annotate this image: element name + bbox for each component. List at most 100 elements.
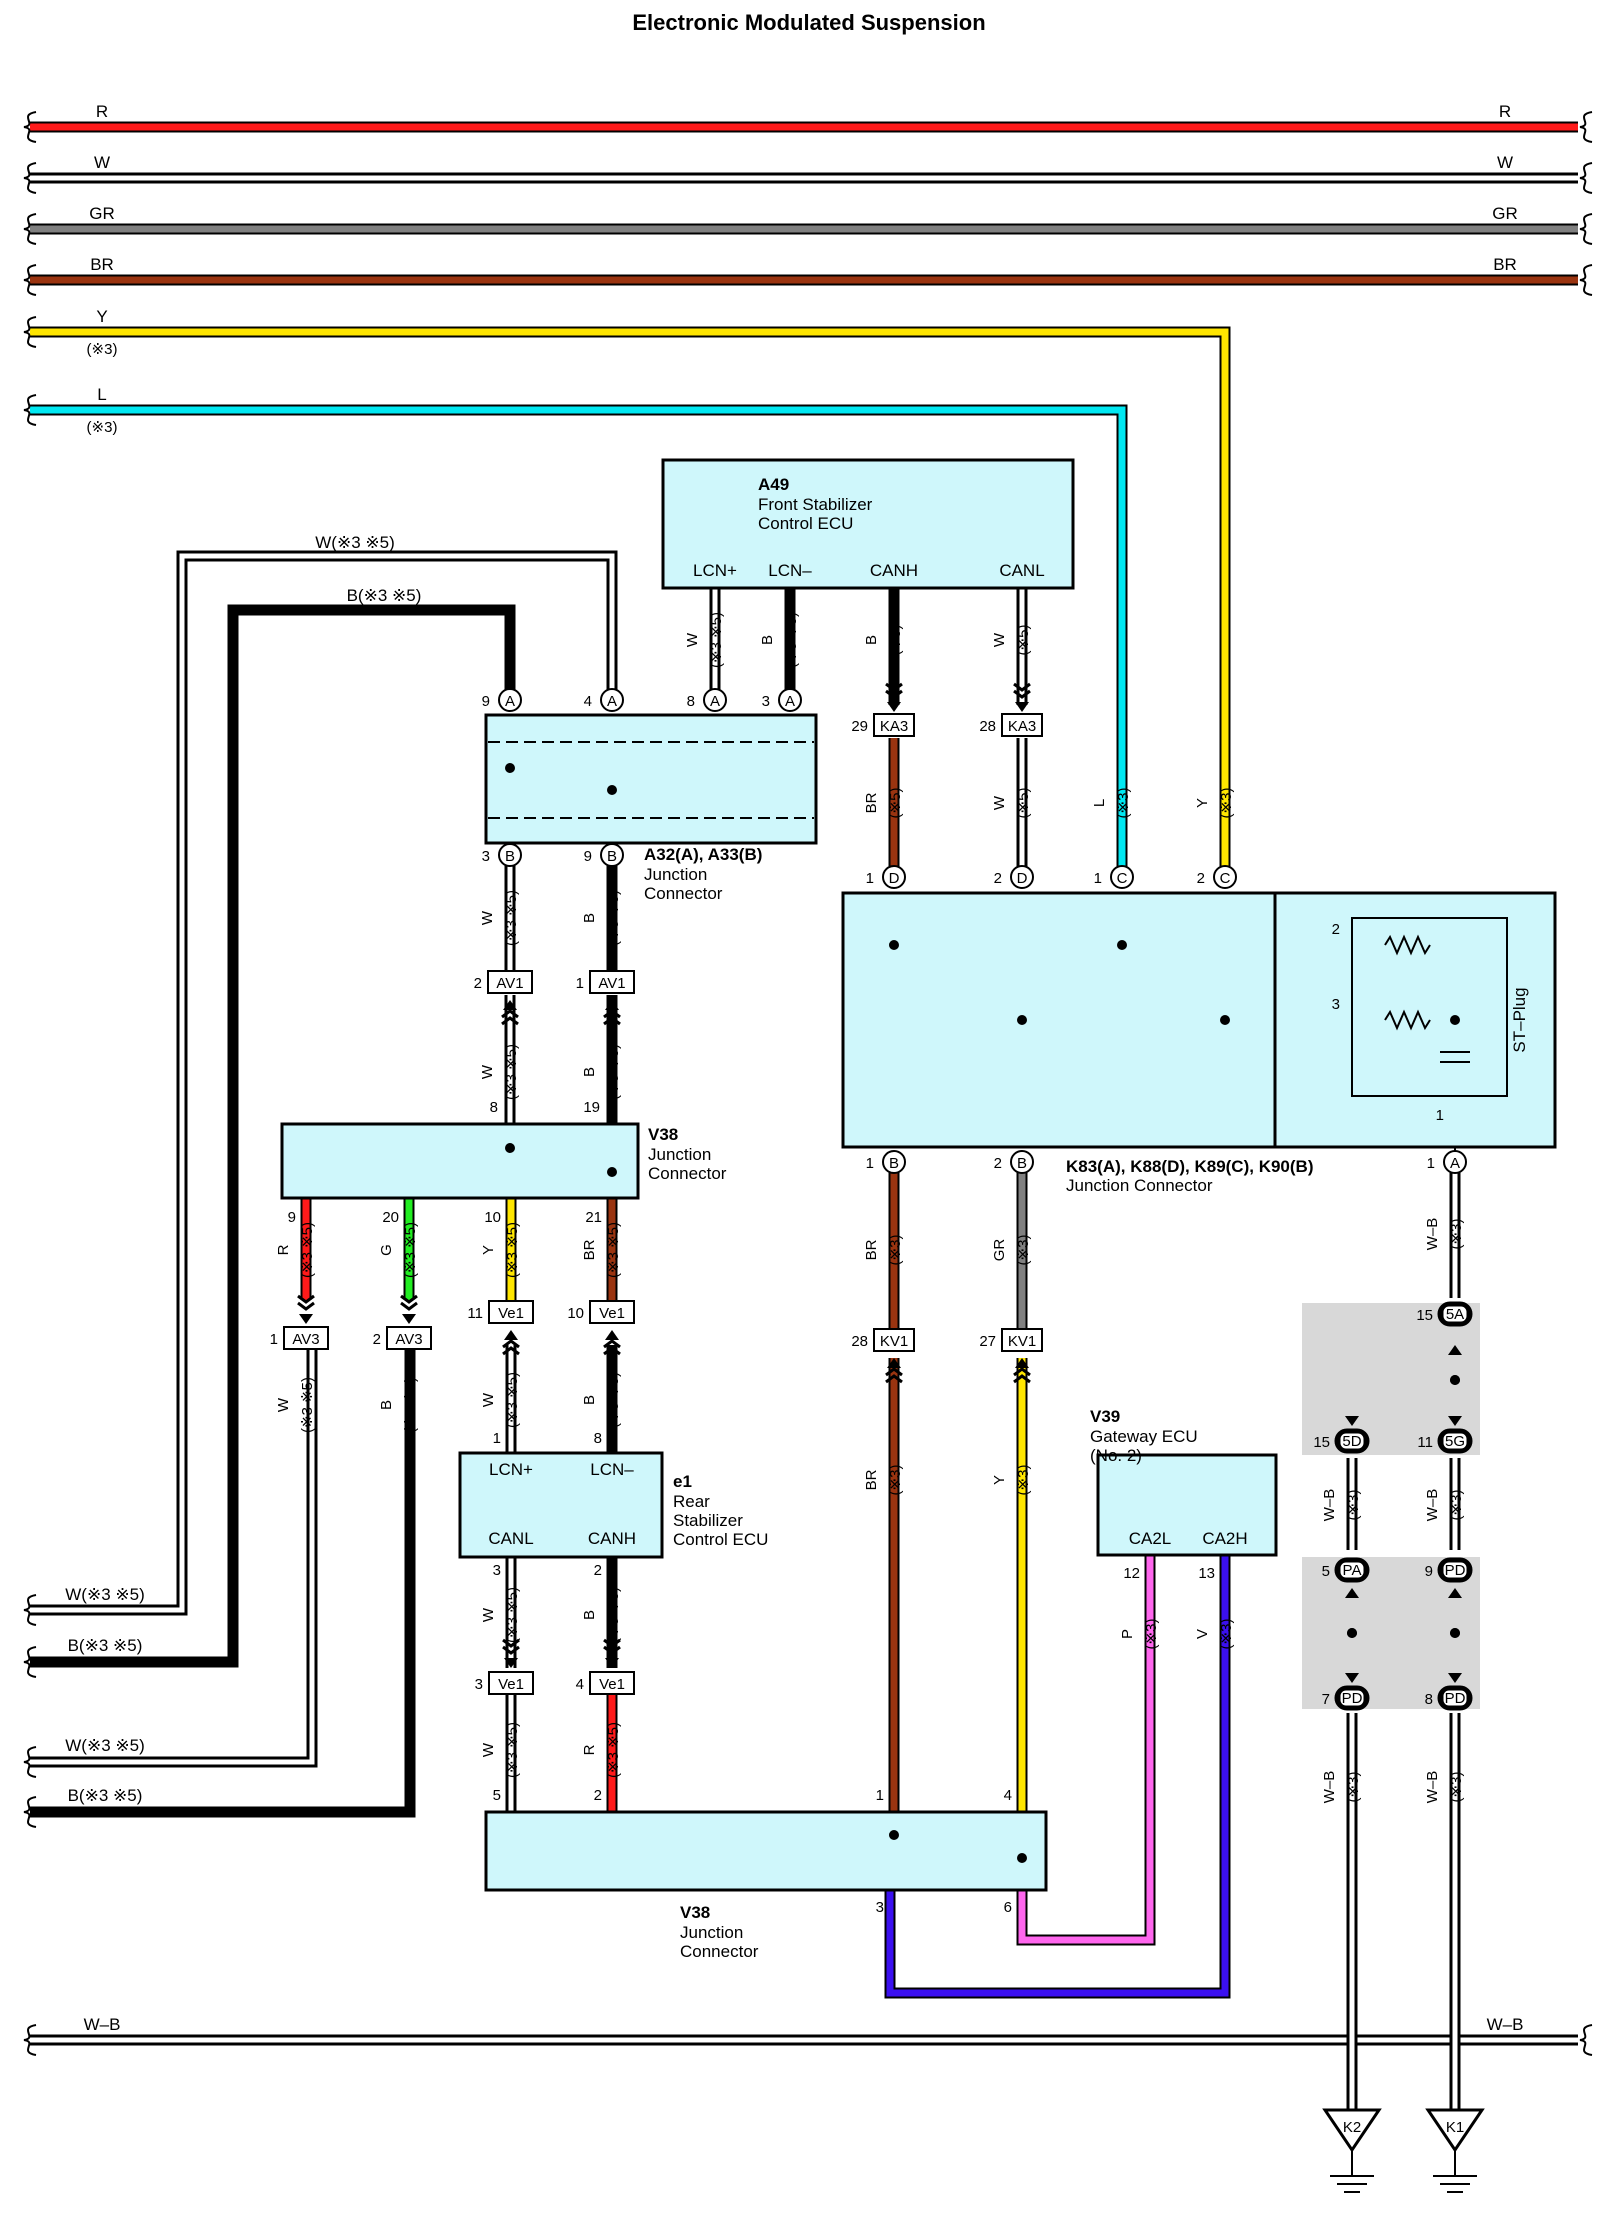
ground-symbol <box>1425 2108 1485 2153</box>
terminal-circle <box>882 865 906 889</box>
bus-label-left: R <box>96 102 108 121</box>
arrow-head <box>605 1658 619 1668</box>
wire-note: (※3) <box>1448 1219 1465 1250</box>
wire-color-code: Y <box>480 1245 497 1255</box>
junction-dot <box>889 940 899 950</box>
wire-color-code: W–B <box>1321 1489 1338 1522</box>
component-name: Junction <box>680 1923 743 1942</box>
bus-break-mark <box>1579 162 1593 194</box>
resistor-symbol <box>1384 934 1431 956</box>
chevron-mark <box>603 1346 621 1356</box>
connector-box <box>488 1300 534 1324</box>
connector-code: KV1 <box>1008 1333 1036 1350</box>
wire-color-code: W <box>991 795 1008 810</box>
wire-color-code: W <box>480 1742 497 1757</box>
wire-color-code: G <box>378 1244 395 1256</box>
wire-color-code: BR <box>863 792 880 813</box>
wire-color-code: B <box>581 1610 598 1620</box>
pin-number: 9 <box>584 848 592 865</box>
pin-number: 27 <box>979 1333 996 1350</box>
wire-note: (※3 ※5) <box>299 1222 316 1278</box>
pin-number: 10 <box>484 1209 501 1226</box>
wire-note: (※3) <box>1015 1235 1032 1266</box>
wires <box>30 121 1578 2176</box>
arrow-head <box>299 1314 313 1324</box>
l-bus-wire <box>30 404 1128 877</box>
connector-box <box>488 1671 534 1695</box>
pin-number: 28 <box>851 1333 868 1350</box>
terminal-circle <box>600 843 624 867</box>
junction-dot <box>607 785 617 795</box>
pin-number: 6 <box>1004 1899 1012 1916</box>
terminal-circle <box>1110 865 1134 889</box>
pill-inner <box>1442 1305 1468 1323</box>
pin-number: 9 <box>482 693 490 710</box>
wire-color-code: W <box>684 632 701 647</box>
arrow-head <box>504 1330 518 1340</box>
connector-code: KA3 <box>880 718 908 735</box>
wire-note: (※3 ※5) <box>503 1044 520 1100</box>
bus-break-mark <box>1579 111 1593 143</box>
wire-note: (※3) <box>1448 1490 1465 1521</box>
chevron-mark <box>502 1638 520 1648</box>
connector-box <box>873 713 915 737</box>
wire-fill <box>886 1555 1229 1997</box>
terminal-letter: C <box>1220 870 1231 887</box>
junction-dot <box>607 1167 617 1177</box>
wire-note: (※3) <box>1015 1465 1032 1496</box>
junction-dot <box>505 1143 515 1153</box>
wire-fill <box>30 1338 315 1765</box>
bus-break-mark <box>1579 264 1593 296</box>
wire-label: W(※3 ※5) <box>315 533 395 552</box>
connector-code: Ve1 <box>498 1305 524 1322</box>
connector-code: PD <box>1445 1562 1466 1579</box>
wire-note: (※3 ※5) <box>605 1044 622 1100</box>
connector-code: 5A <box>1446 1306 1464 1323</box>
pin-number: 12 <box>1123 1565 1140 1582</box>
component-name: (No. 2) <box>1090 1446 1142 1465</box>
pin-label: LCN– <box>768 561 812 580</box>
junction-dot <box>1117 940 1127 950</box>
component-name: Control ECU <box>673 1530 768 1549</box>
arrow-head <box>1448 1673 1462 1683</box>
pin-number: 2 <box>994 870 1002 887</box>
wire-color-code: R <box>275 1244 292 1255</box>
bus-break-mark <box>23 1746 37 1778</box>
wire-note: (※3) <box>1218 788 1235 819</box>
pill-inner <box>1442 1561 1468 1579</box>
wire-color-code: V <box>1194 1629 1211 1639</box>
wire-note: (※3) <box>1143 1619 1160 1650</box>
wire-note: (※3 ※5) <box>503 890 520 946</box>
k83-box <box>841 891 1557 1149</box>
chevron-mark <box>603 1339 621 1349</box>
wire-color-code: W <box>991 632 1008 647</box>
terminal-circle <box>498 843 522 867</box>
wire-label: B(※3 ※5) <box>347 586 422 605</box>
terminal-letter: B <box>889 1155 899 1172</box>
wire-color-code: BR <box>581 1239 598 1260</box>
component-code: V38 <box>648 1125 678 1144</box>
pin-number: 2 <box>1197 870 1205 887</box>
bus-break-mark <box>1579 213 1593 245</box>
wire-note: (※3 ※5) <box>504 1222 521 1278</box>
pin-number: 1 <box>576 975 584 992</box>
chevron-mark <box>603 1638 621 1648</box>
wire-color-code: L <box>1091 799 1108 807</box>
terminal-circle <box>600 688 624 712</box>
wire-color-code: W–B <box>1321 1771 1338 1804</box>
wire-note: (※5) <box>1015 625 1032 656</box>
wire-note: (※3) <box>1345 1772 1362 1803</box>
pin-number: 3 <box>1332 996 1340 1013</box>
component-name: Front Stabilizer <box>758 495 873 514</box>
component-code: e1 <box>673 1472 692 1491</box>
bus-break-mark <box>23 1796 37 1828</box>
pin-label: CA2L <box>1129 1529 1172 1548</box>
y-bus-wire <box>30 326 1231 877</box>
component-name: Control ECU <box>758 514 853 533</box>
pin-number: 29 <box>851 718 868 735</box>
wire-fill <box>30 553 615 1613</box>
connector-code: KV1 <box>880 1333 908 1350</box>
chevron-mark <box>1013 1367 1031 1377</box>
wire-fill <box>30 1338 414 1816</box>
component-code: A49 <box>758 475 789 494</box>
